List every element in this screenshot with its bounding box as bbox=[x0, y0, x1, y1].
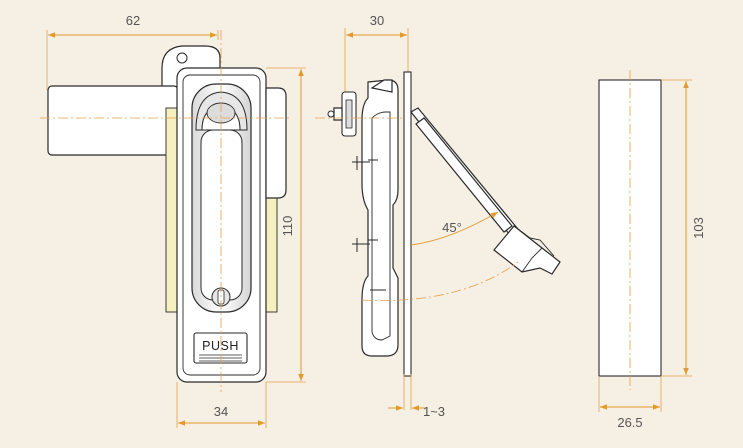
push-label: PUSH bbox=[202, 339, 239, 353]
dim-label-26-5: 26.5 bbox=[617, 415, 642, 430]
side-housing bbox=[361, 79, 399, 357]
side-mounting-plate bbox=[403, 71, 412, 377]
side-screws bbox=[352, 156, 370, 252]
dim-gasket-height: 103 bbox=[661, 79, 706, 377]
dim-gasket-width: 26.5 bbox=[598, 376, 662, 430]
dim-base-width: 34 bbox=[176, 382, 267, 428]
dim-angle: 45° bbox=[361, 211, 519, 301]
dim-label-62: 62 bbox=[126, 13, 140, 28]
base-inner-frame bbox=[182, 74, 261, 376]
dim-panel-thickness: 1~3 bbox=[388, 404, 445, 419]
push-button: PUSH bbox=[193, 332, 248, 364]
dim-label-45: 45° bbox=[442, 220, 462, 235]
dim-label-30: 30 bbox=[370, 13, 384, 28]
dim-label-1-3: 1~3 bbox=[423, 404, 445, 419]
dim-label-34: 34 bbox=[214, 404, 228, 419]
dim-depth: 30 bbox=[344, 13, 409, 96]
dim-overall-width: 62 bbox=[46, 13, 219, 90]
gasket-view: 103 26.5 bbox=[598, 70, 706, 430]
dim-label-110: 110 bbox=[280, 216, 295, 237]
front-view: 62 PUSH bbox=[40, 13, 306, 428]
dim-height: 110 bbox=[266, 67, 306, 383]
handle bbox=[191, 83, 252, 313]
side-cam bbox=[327, 79, 393, 137]
dim-label-103: 103 bbox=[691, 217, 706, 239]
side-tab bbox=[265, 87, 287, 199]
side-handle-open bbox=[410, 107, 561, 275]
side-view: 30 bbox=[315, 13, 561, 419]
